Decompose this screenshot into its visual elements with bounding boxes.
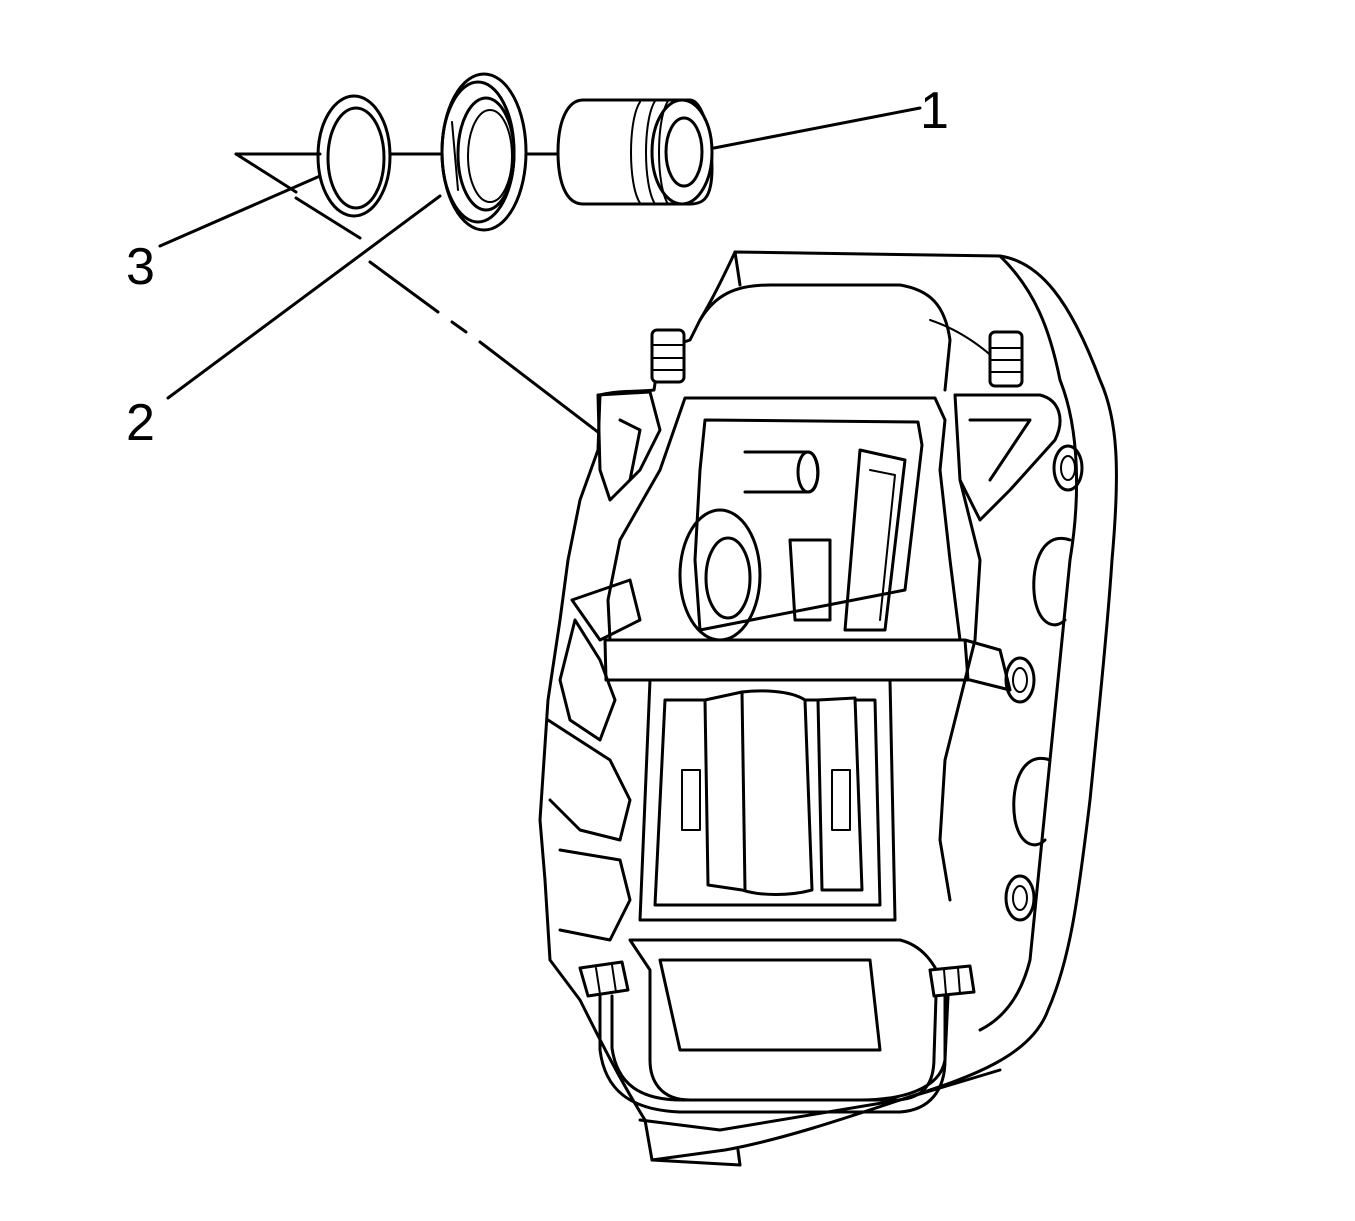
callout-1: 1 bbox=[920, 82, 949, 140]
bleeder-screw-right bbox=[988, 330, 1024, 388]
piston bbox=[556, 98, 714, 206]
piston-seal bbox=[316, 94, 392, 218]
brake-pad-outer bbox=[681, 689, 814, 896]
leader-2 bbox=[166, 194, 442, 400]
mounting-holes bbox=[1004, 444, 1084, 922]
lower-fitting-right bbox=[928, 964, 976, 998]
caliper-body bbox=[538, 250, 1118, 1167]
leader-1 bbox=[712, 106, 922, 150]
bleeder-screw-left bbox=[650, 328, 686, 384]
leader-lines bbox=[158, 106, 922, 400]
brake-pad-inner bbox=[816, 696, 864, 892]
piston-dust-boot bbox=[440, 72, 528, 232]
brake-crossover-tube bbox=[598, 994, 950, 1114]
callout-2: 2 bbox=[126, 394, 155, 452]
callout-3: 3 bbox=[126, 238, 155, 296]
lower-fitting-left bbox=[578, 960, 630, 998]
leader-3 bbox=[158, 174, 322, 248]
